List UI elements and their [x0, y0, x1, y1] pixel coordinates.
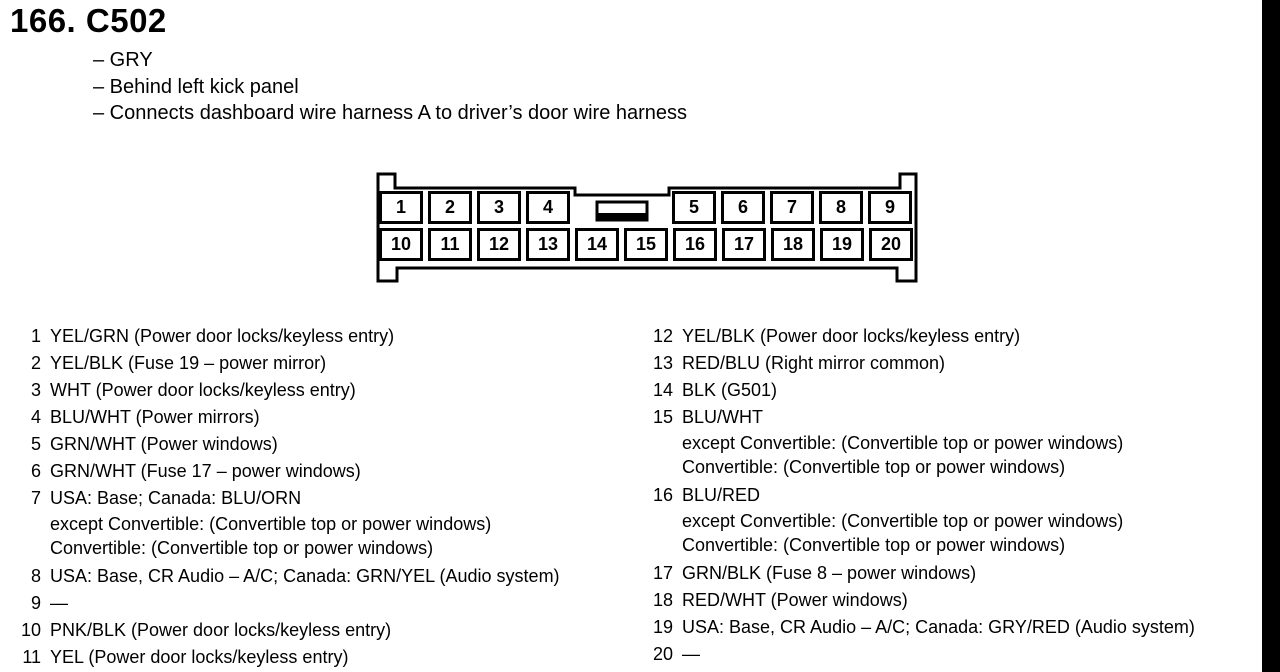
pin-description: —: [682, 644, 700, 664]
pin-sub-description: Convertible: (Convertible top or power w…: [50, 538, 434, 558]
pin-number: 14: [652, 380, 673, 400]
pin-description: BLU/RED: [682, 485, 761, 505]
connector-pin-9: 9: [868, 191, 912, 224]
pin-description: USA: Base; Canada: BLU/ORN: [50, 488, 302, 508]
pin-entry-11: 11 YEL (Power door locks/keyless entry): [22, 644, 560, 671]
pin-number: 16: [652, 485, 673, 505]
pin-number: 18: [652, 590, 673, 610]
pin-description: USA: Base, CR Audio – A/C; Canada: GRY/R…: [682, 617, 1195, 637]
pin-number: 2: [30, 353, 41, 373]
pin-number: 1: [30, 326, 41, 346]
page-title: 166. C502: [10, 2, 167, 39]
pin-sub-description: except Convertible: (Convertible top or …: [682, 433, 1124, 453]
pin-entry-4: 4 BLU/WHT (Power mirrors): [31, 404, 560, 431]
pin-sub-description: Convertible: (Convertible top or power w…: [682, 535, 1066, 555]
connector-pin-4: 4: [526, 191, 570, 224]
pin-number: 10: [20, 620, 41, 640]
connector-pin-14: 14: [575, 228, 619, 261]
pin-number: 13: [652, 353, 673, 373]
pin-number: 15: [652, 407, 673, 427]
note-color: – GRY: [93, 49, 153, 71]
pin-sub-description: except Convertible: (Convertible top or …: [50, 514, 492, 534]
pin-number: 4: [30, 407, 41, 427]
connector-pin-13: 13: [526, 228, 570, 261]
pin-entry-7: 7 USA: Base; Canada: BLU/ORN except Conver…: [31, 485, 560, 560]
connector-pin-16: 16: [673, 228, 717, 261]
pin-description: RED/WHT (Power windows): [682, 590, 908, 610]
pin-entry-6: 6 GRN/WHT (Fuse 17 – power windows): [31, 458, 560, 485]
pin-entry-1: 1 YEL/GRN (Power door locks/keyless entry…: [31, 323, 560, 350]
connector-pin-18: 18: [771, 228, 815, 261]
pin-description: USA: Base, CR Audio – A/C; Canada: GRN/Y…: [50, 566, 560, 586]
pin-entry-8: 8 USA: Base, CR Audio – A/C; Canada: GRN/…: [31, 563, 560, 590]
pin-description: BLK (G501): [682, 380, 778, 400]
pin-entry-10: 10 PNK/BLK (Power door locks/keyless entr…: [21, 617, 560, 644]
pin-entry-3: 3 WHT (Power door locks/keyless entry): [31, 377, 560, 404]
pin-entry-2: 2 YEL/BLK (Fuse 19 – power mirror): [31, 350, 560, 377]
pin-description: BLU/WHT (Power mirrors): [50, 407, 260, 427]
pin-list-right: 12 YEL/BLK (Power door locks/keyless entr…: [653, 323, 1195, 668]
pin-description: GRN/WHT (Fuse 17 – power windows): [50, 461, 361, 481]
pin-number: 12: [652, 326, 673, 346]
connector-pin-10: 10: [379, 228, 423, 261]
pin-sub-description: Convertible: (Convertible top or power w…: [682, 457, 1066, 477]
connector-pin-5: 5: [672, 191, 716, 224]
pin-entry-16: 16 BLU/RED except Convertible: (Convertibl…: [653, 482, 1195, 557]
pin-list-left: 1 YEL/GRN (Power door locks/keyless entry…: [21, 323, 560, 671]
pin-description: YEL (Power door locks/keyless entry): [50, 647, 349, 667]
note-location: – Behind left kick panel: [93, 75, 299, 98]
pin-entry-18: 18 RED/WHT (Power windows): [653, 587, 1195, 614]
pin-number: 3: [30, 380, 41, 400]
note-connects: – Connects dashboard wire harness A to d…: [93, 102, 688, 124]
connector-pin-20: 20: [869, 228, 913, 261]
pin-description: YEL/BLK (Fuse 19 – power mirror): [50, 353, 327, 373]
pin-description: YEL/GRN (Power door locks/keyless entry): [50, 326, 395, 346]
connector-pin-7: 7: [770, 191, 814, 224]
pin-entry-19: 19 USA: Base, CR Audio – A/C; Canada: GRY…: [653, 614, 1195, 641]
pin-description: BLU/WHT: [682, 407, 763, 427]
pin-entry-14: 14 BLK (G501): [653, 377, 1195, 404]
pin-entry-9: 9—: [31, 590, 560, 617]
pin-description: —: [50, 593, 68, 613]
connector-pin-19: 19: [820, 228, 864, 261]
pin-description: RED/BLU (Right mirror common): [682, 353, 946, 373]
pin-number: 19: [652, 617, 673, 637]
pin-number: 20: [652, 644, 673, 664]
page-edge-bar: [1262, 0, 1280, 672]
pin-number: 11: [22, 647, 41, 667]
connector-notes: – GRY – Behind left kick panel – Connect…: [93, 47, 687, 127]
connector-pin-15: 15: [624, 228, 668, 261]
connector-pin-11: 11: [428, 228, 472, 261]
pin-entry-17: 17 GRN/BLK (Fuse 8 – power windows): [653, 560, 1195, 587]
pin-number: 17: [652, 563, 673, 583]
pin-description: GRN/WHT (Power windows): [50, 434, 278, 454]
pin-number: 6: [30, 461, 41, 481]
pin-description: GRN/BLK (Fuse 8 – power windows): [682, 563, 977, 583]
connector-pin-2: 2: [428, 191, 472, 224]
connector-pin-12: 12: [477, 228, 521, 261]
pin-entry-13: 13 RED/BLU (Right mirror common): [653, 350, 1195, 377]
pin-description: WHT (Power door locks/keyless entry): [50, 380, 356, 400]
connector-pin-1: 1: [379, 191, 423, 224]
connector-outline: [376, 172, 918, 283]
connector-pin-8: 8: [819, 191, 863, 224]
pin-description: PNK/BLK (Power door locks/keyless entry): [50, 620, 392, 640]
pin-sub-description: except Convertible: (Convertible top or …: [682, 511, 1124, 531]
pin-entry-20: 20 —: [653, 641, 1195, 668]
pin-number: 8: [30, 566, 41, 586]
connector-pin-6: 6: [721, 191, 765, 224]
pin-entry-12: 12 YEL/BLK (Power door locks/keyless entr…: [653, 323, 1195, 350]
connector-pin-3: 3: [477, 191, 521, 224]
connector-pin-17: 17: [722, 228, 766, 261]
pin-number: 7: [30, 488, 41, 508]
pin-entry-5: 5 GRN/WHT (Power windows): [31, 431, 560, 458]
pin-number: 5: [30, 434, 41, 454]
pin-description: YEL/BLK (Power door locks/keyless entry): [682, 326, 1021, 346]
pin-entry-15: 15 BLU/WHT except Convertible: (Convertibl…: [653, 404, 1195, 479]
pin-number: 9: [30, 593, 41, 613]
